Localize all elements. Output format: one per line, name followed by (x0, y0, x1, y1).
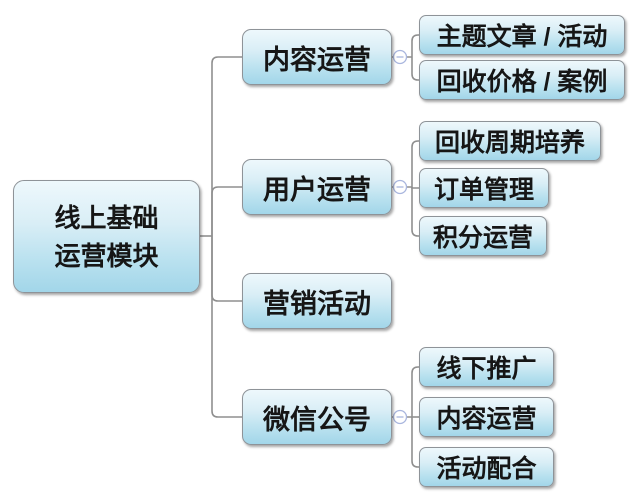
child-node-points-ops[interactable]: 积分运营 (419, 216, 547, 256)
branch-node-user-ops[interactable]: 用户运营 (242, 159, 392, 215)
branch-node-marketing[interactable]: 营销活动 (242, 273, 392, 329)
child-node-content-ops[interactable]: 内容运营 (419, 397, 554, 437)
child-node-recycle-price-cases[interactable]: 回收价格 / 案例 (419, 60, 625, 100)
child-node-recycle-cycle[interactable]: 回收周期培养 (419, 121, 601, 161)
child-node-offline-promotion[interactable]: 线下推广 (419, 347, 554, 387)
child-node-activity-coordination[interactable]: 活动配合 (419, 447, 554, 487)
collapse-icon-wechat[interactable] (392, 409, 408, 425)
collapse-icon-content-ops[interactable] (392, 49, 408, 65)
collapse-icon-user-ops[interactable] (392, 179, 408, 195)
child-node-theme-articles[interactable]: 主题文章 / 活动 (419, 15, 625, 55)
root-node[interactable]: 线上基础 运营模块 (13, 180, 200, 293)
child-node-order-management[interactable]: 订单管理 (419, 168, 549, 208)
branch-node-content-ops[interactable]: 内容运营 (242, 29, 392, 85)
branch-node-wechat[interactable]: 微信公号 (242, 389, 392, 445)
